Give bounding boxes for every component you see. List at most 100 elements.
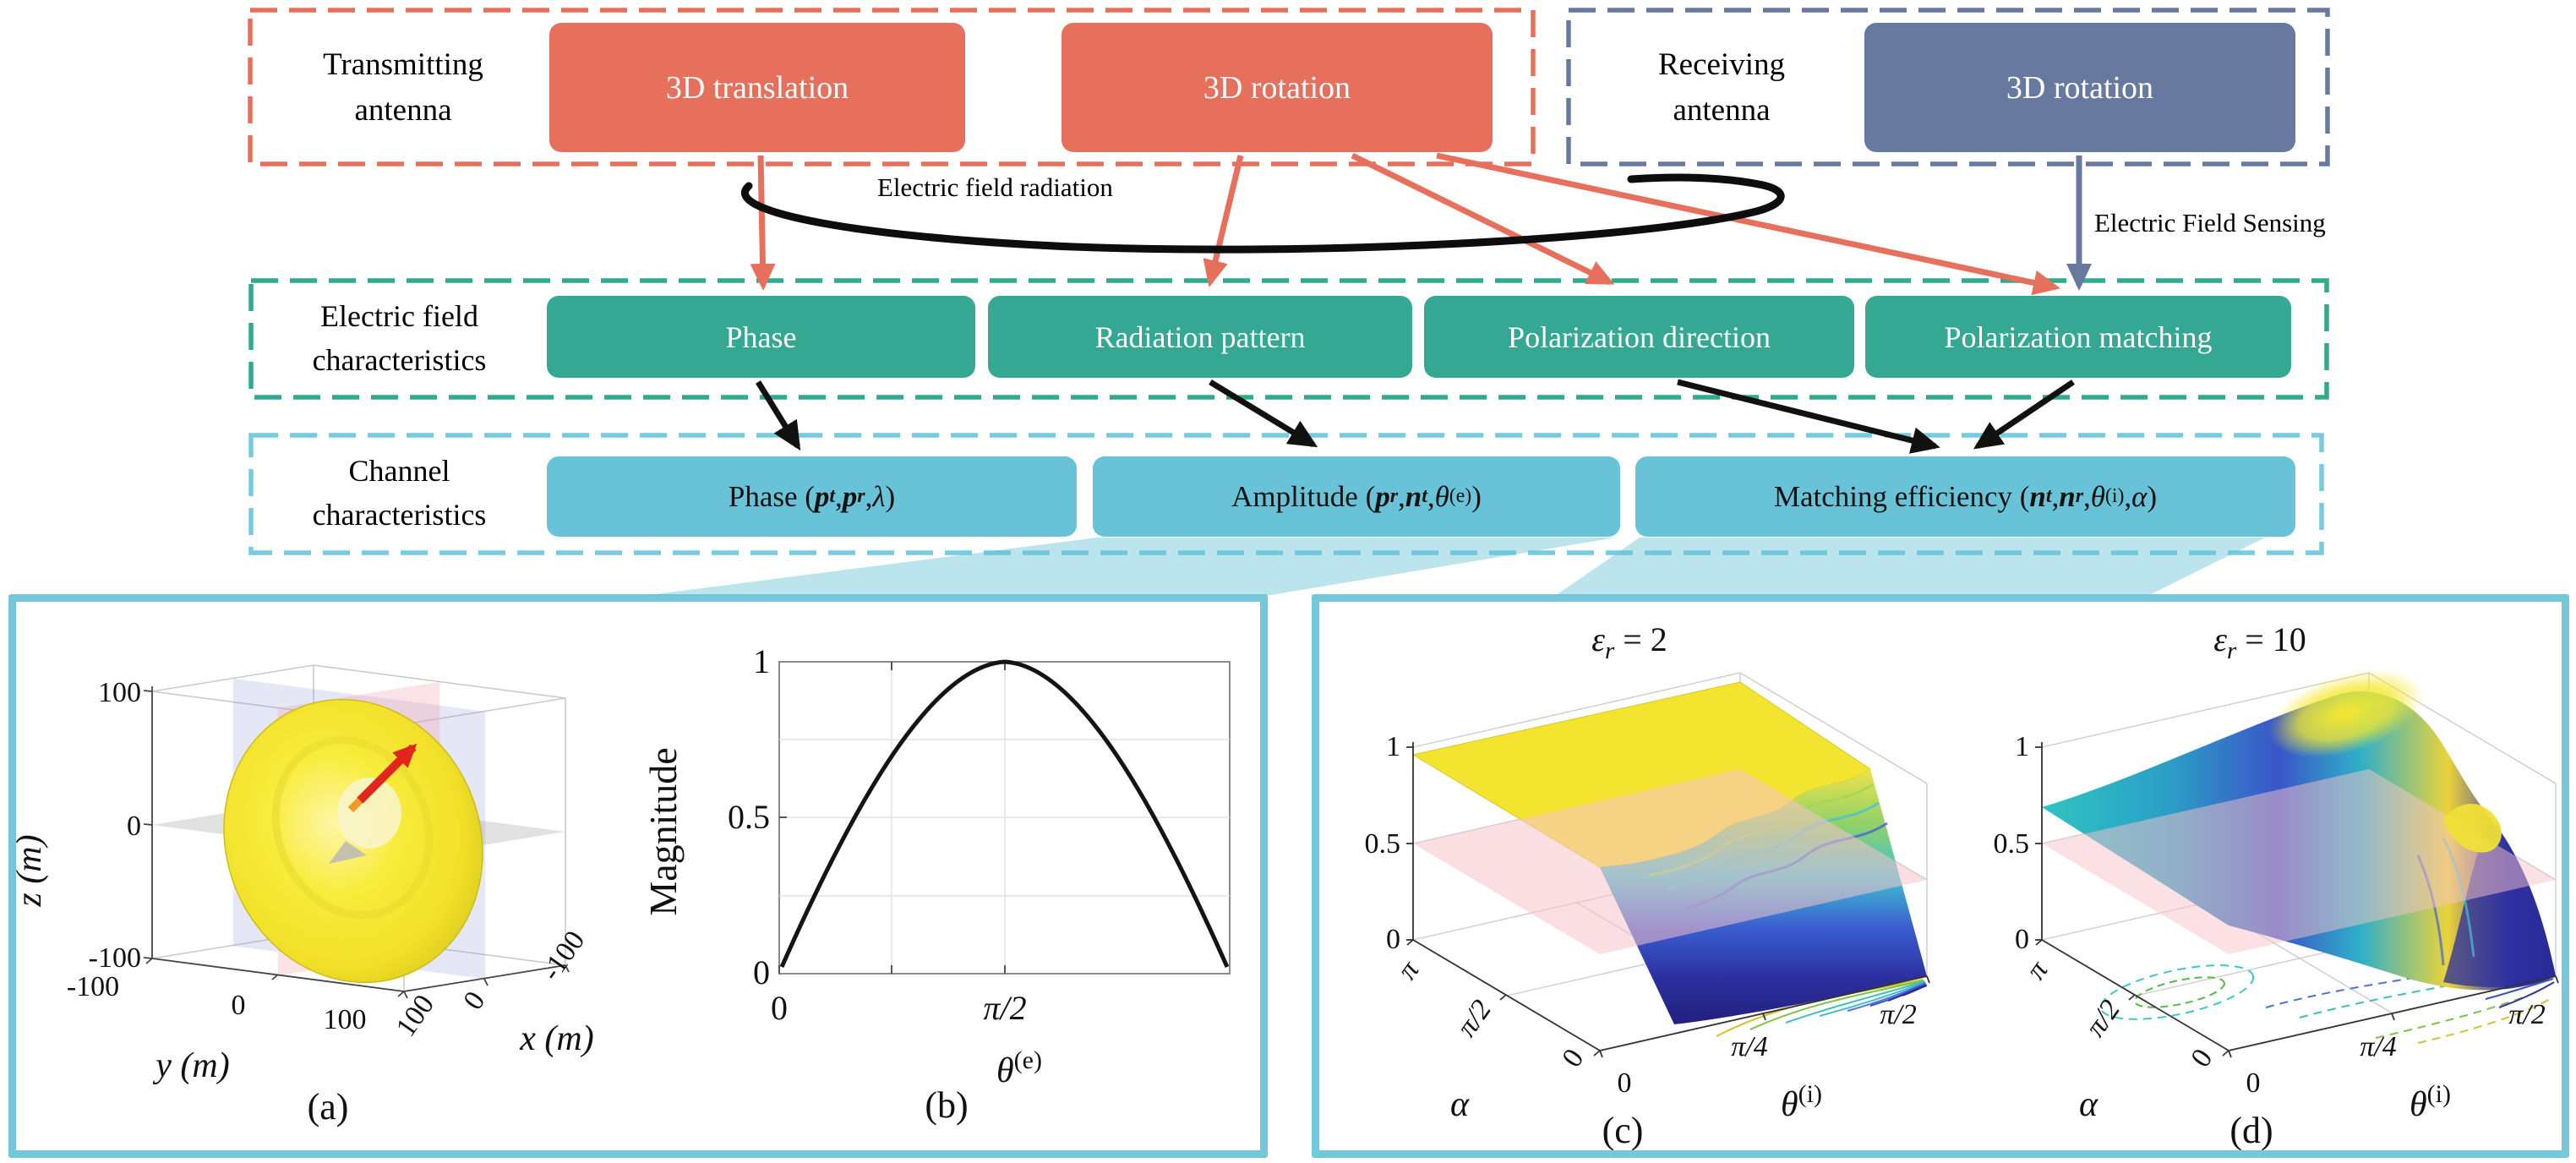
svg-text:0: 0 [2015, 924, 2029, 955]
svg-text:1: 1 [753, 642, 770, 680]
electric-field-sensing-label: Electric Field Sensing [2094, 208, 2326, 238]
plot-c-theta-label: θ(i) [1781, 1080, 1822, 1124]
plot-a-cone [329, 841, 367, 864]
svg-text:0.5: 0.5 [728, 798, 770, 836]
box-3d-translation: 3D translation [549, 23, 965, 152]
plot-c-surface-eps2: εr = 2 [1365, 620, 1930, 1150]
channel-match-comma1: , [2051, 479, 2060, 513]
plot-b-tick-labels: 1 0.5 0 0 π/2 [728, 642, 1027, 1027]
panel-cd-plots: εr = 2 [1365, 620, 2559, 1150]
plot-d-axes [2035, 742, 2559, 1058]
plot-c-caption: (c) [1602, 1110, 1644, 1150]
channel-amp-pr: p [1375, 479, 1390, 513]
plot-d-alpha-label: α [2079, 1085, 2098, 1124]
arrow-polmatching-to-matching [1973, 379, 2075, 450]
channel-match-theta: θ [2090, 479, 2105, 513]
plot-a-x-label: x (m) [519, 1019, 593, 1058]
svg-text:π/2: π/2 [983, 989, 1026, 1027]
arrow-rotation-to-polarization-matching [1436, 152, 2060, 296]
plot-a-caption: (a) [308, 1086, 349, 1128]
field-row-label-line2: characteristics [312, 343, 487, 377]
channel-match-comma2: , [2082, 479, 2091, 513]
channel-phase-pr-sub: r [857, 485, 865, 507]
plot-a-z-label: z (m) [16, 834, 49, 907]
channel-amp-nt-sub: t [1422, 485, 1427, 507]
plot-d-back-peak [2268, 669, 2424, 758]
channel-match-theta-sup: (i) [2104, 485, 2125, 507]
plot-b-ticks [778, 662, 1006, 974]
svg-text:-100: -100 [89, 942, 141, 974]
plot-c-threshold-plane [1413, 769, 1927, 954]
svg-text:0: 0 [1618, 1067, 1632, 1099]
svg-text:0: 0 [753, 953, 770, 991]
electric-field-radiation-label: Electric field radiation [877, 172, 1113, 202]
field-row-label-line1: Electric field [320, 298, 478, 333]
channel-phase-pt-sub: t [829, 485, 836, 507]
channel-amp-close: ) [1471, 479, 1482, 513]
channel-characteristics-label: Channel characteristics [254, 445, 545, 540]
transmitting-antenna-label-line2: antenna [354, 93, 452, 128]
channel-match-alpha: α [2131, 479, 2148, 513]
svg-text:π/2: π/2 [1880, 999, 1916, 1030]
plot-b-magnitude: 1 0.5 0 0 π/2 Magnitude θ(e) (b) [641, 642, 1231, 1126]
svg-text:π/2: π/2 [1451, 995, 1498, 1043]
electric-field-characteristics-label: Electric field characteristics [254, 291, 545, 385]
svg-text:0: 0 [2246, 1067, 2261, 1099]
plot-a-torus-hole [337, 778, 401, 849]
svg-text:100: 100 [324, 1004, 367, 1035]
arrow-rotation-to-polarization-direction [1351, 152, 1615, 286]
channel-match-text: Matching efficiency ( [1773, 479, 2030, 513]
plot-d-title: εr = 10 [2213, 620, 2306, 664]
svg-text:π/2: π/2 [2080, 995, 2126, 1043]
arrow-poldirection-to-matching [1677, 379, 1940, 454]
channel-amp-text: Amplitude ( [1231, 479, 1376, 513]
svg-text:0: 0 [127, 811, 141, 842]
channel-match-close: ) [2147, 479, 2158, 513]
svg-text:0: 0 [457, 986, 491, 1015]
funnel-amplitude-to-panel-ab [642, 538, 1616, 596]
svg-text:100: 100 [390, 989, 441, 1042]
channel-amp-theta-sup: (e) [1449, 485, 1472, 507]
box-radiation-pattern: Radiation pattern [988, 296, 1412, 378]
plot-d-right-peak [2443, 803, 2502, 853]
channel-match-nr: n [2059, 479, 2076, 513]
svg-text:0: 0 [232, 990, 246, 1021]
channel-phase-comma2: , [865, 479, 873, 513]
channel-amp-nt: n [1405, 479, 1422, 513]
channel-row-label-line1: Channel [348, 453, 450, 488]
plot-a-arrow-base [347, 795, 365, 813]
plot-c-title: εr = 2 [1591, 620, 1667, 664]
plot-a-radiation-pattern: 100 0 -100 -100 0 100 100 0 -100 z (m) y… [16, 664, 594, 1128]
svg-text:0: 0 [1386, 924, 1400, 955]
svg-text:π/4: π/4 [1731, 1031, 1767, 1062]
svg-text:π: π [2020, 955, 2055, 986]
plot-c-tick-labels: 1 0.5 0 π π/2 0 0 π/4 π/2 [1365, 731, 1917, 1099]
arrow-translation-to-phase [750, 155, 776, 291]
svg-text:0.5: 0.5 [1994, 828, 2030, 860]
plot-b-caption: (b) [925, 1084, 968, 1126]
channel-phase-pt: p [814, 479, 830, 513]
channel-match-comma3: , [2124, 479, 2132, 513]
plot-a-axes [143, 686, 570, 999]
svg-text:-100: -100 [67, 971, 119, 1002]
plot-a-red-arrow [357, 743, 418, 804]
plot-d-threshold-plane [2042, 769, 2556, 954]
svg-text:π/4: π/4 [2360, 1031, 2396, 1062]
arrow-radiation-to-amplitude [1209, 379, 1318, 448]
channel-phase-pr: p [842, 479, 858, 513]
box-phase: Phase [547, 296, 975, 378]
arrow-rotation-to-radiation-pattern [1203, 155, 1244, 287]
svg-text:-100: -100 [535, 925, 591, 986]
plot-c-axes [1406, 742, 1930, 1058]
transmitting-antenna-label-line1: Transmitting [323, 47, 483, 83]
arrow-phase-to-channel-phase [756, 380, 801, 451]
plot-d-surface-eps10: εr = 10 [1994, 620, 2559, 1150]
receiving-antenna-label-line1: Receiving [1657, 47, 1785, 83]
box-3d-rotation-transmit: 3D rotation [1062, 23, 1493, 152]
panel-ab-plots: 100 0 -100 -100 0 100 100 0 -100 z (m) y… [16, 642, 1231, 1128]
plot-b-x-label: θ(e) [996, 1046, 1042, 1090]
channel-amp-comma2: , [1427, 479, 1435, 513]
plot-c-contours [1716, 979, 1928, 1037]
